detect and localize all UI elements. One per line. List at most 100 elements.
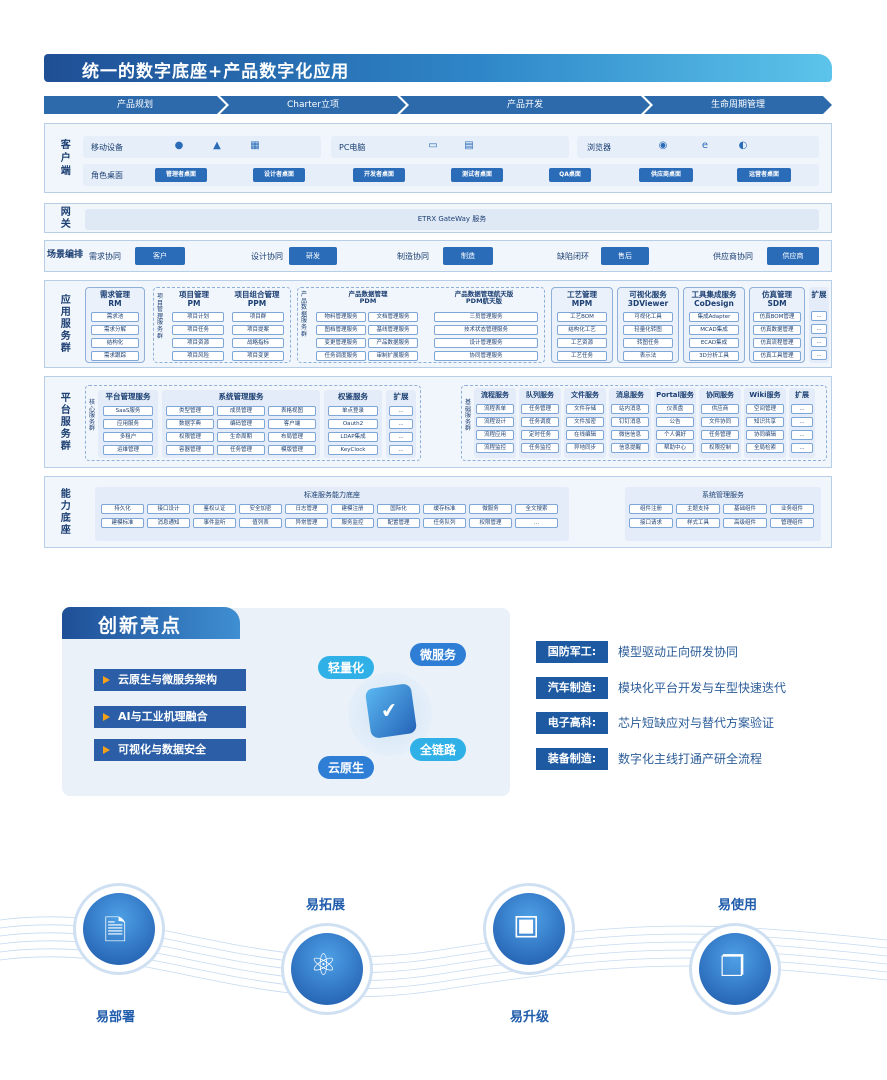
queue-cell: 任务调度: [521, 417, 559, 427]
sys-cell: 模版管理: [268, 445, 316, 455]
pdmh-cell: 三员管理服务: [434, 312, 538, 322]
gateway-label: 网关: [58, 206, 70, 230]
viewer-cell: 可视化工具: [623, 312, 673, 322]
client-layer: 客户端 移动设备 ● ▲ ▦ PC电脑 ▭ ▤ 浏览器 ◉ e ◐ 角色桌面 管…: [44, 123, 832, 193]
scene-customer-button[interactable]: 客户: [135, 247, 185, 265]
std-ability-title: 标准服务能力底座: [304, 491, 360, 499]
benefit-deploy: 易部署: [96, 1010, 136, 1025]
pms-cell: 应用服务: [103, 419, 153, 429]
scene-label: 场景编排: [46, 250, 83, 261]
industry-auto-key: 汽车制造:: [536, 677, 608, 699]
role-operator-button[interactable]: 运营者桌面: [737, 168, 791, 182]
scene-manufacture-button[interactable]: 制造: [443, 247, 493, 265]
core-services-group: 核心服务群 平台管理服务 SaaS服务 应用服务 多租户 运维管理 系统管理服务…: [85, 385, 421, 461]
portal-cell: 个人偏好: [656, 430, 694, 440]
sdm-cell: 仿真BOM管理: [753, 312, 801, 322]
ability-cell: 值列表: [239, 518, 282, 528]
ability-cell: 持久化: [101, 504, 144, 514]
codesign-cell: ECAD集成: [689, 338, 739, 348]
core-side-label: 核心服务群: [88, 399, 95, 433]
mpm-cell: 结构化工艺: [557, 325, 607, 335]
ability-cell: 全文搜索: [515, 504, 558, 514]
auth-cell: Oauth2: [328, 419, 378, 429]
innovation-header: 创新亮点: [62, 607, 240, 639]
ie-icon: e: [701, 140, 709, 151]
sys-cell: 任务管理: [217, 445, 265, 455]
atom-icon: ⚛: [310, 948, 337, 983]
sdm-cell: 仿真流程管理: [753, 338, 801, 348]
auth-cell: LDAP集成: [328, 432, 378, 442]
pm-cell: 项目任务: [172, 325, 224, 335]
codesign-cell: 3D分析工具: [689, 351, 739, 361]
collab-title: 协同服务: [706, 391, 734, 399]
scene-supplier-label: 供应商协同: [713, 252, 753, 261]
ability-cell: 服务监控: [331, 518, 374, 528]
sdm-cell: 仿真数据管理: [753, 325, 801, 335]
scene-defect-label: 缺陷闭环: [557, 252, 589, 261]
windows-icon: ▦: [250, 140, 260, 151]
scene-demand-label: 需求协同: [89, 252, 121, 261]
firefox-icon: ◐: [738, 140, 748, 151]
ability-cell: 微服务: [469, 504, 512, 514]
pms-cell: SaaS服务: [103, 406, 153, 416]
phase-planning: 产品规划: [44, 96, 226, 114]
scene-supplier-button[interactable]: 供应商: [767, 247, 819, 265]
core-ext-cell: ...: [389, 432, 413, 442]
portal-title: Portal服务: [656, 391, 694, 399]
flow-cell: 流程设计: [476, 417, 514, 427]
role-tester-button[interactable]: 测试者桌面: [451, 168, 503, 182]
std-ability-group: 标准服务能力底座 持久化接口设计鉴权认证安全加密日志管理建模注册国际化缓存标准微…: [95, 487, 569, 541]
sys-cell: 生命周期: [217, 432, 265, 442]
android-icon: ▲: [213, 140, 221, 151]
wiki-cell: 知识共享: [746, 417, 784, 427]
pm-cell: 项目风险: [172, 351, 224, 361]
phase-lifecycle: 生命周期管理: [644, 96, 832, 114]
ability-cell: 组件注册: [629, 504, 673, 514]
sys-row-2: 接口请求样式工具高级组件管理组件: [629, 518, 817, 530]
role-qa-button[interactable]: QA桌面: [549, 168, 591, 182]
feature-visual-security: 可视化与数据安全: [94, 739, 246, 761]
tag-cloud-native: 云原生: [318, 756, 375, 779]
pc-label: PC电脑: [339, 143, 366, 152]
ability-cell: 接口请求: [629, 518, 673, 528]
app-ext-cell: ...: [811, 324, 827, 334]
queue-cell: 任务管理: [521, 404, 559, 414]
flow-group: 流程服务流程表单流程设计流程应用流程监控: [474, 388, 516, 458]
ability-cell: 缓存标准: [423, 504, 466, 514]
ability-cell: 建模注册: [331, 504, 374, 514]
collab-group: 协同服务供应商文件协同任务管理权限控制: [699, 388, 741, 458]
role-developer-button[interactable]: 开发者桌面: [353, 168, 405, 182]
scene-aftersales-button[interactable]: 售后: [601, 247, 649, 265]
mobile-panel: 移动设备 ● ▲ ▦: [83, 136, 321, 158]
ability-cell: 异常管理: [285, 518, 328, 528]
rm-cell: 需求分解: [91, 325, 139, 335]
base-side-label: 基础服务群: [464, 399, 471, 433]
ppm-cell: 项目群: [232, 312, 284, 322]
phase-development: 产品开发: [400, 96, 650, 114]
app-ext-cell: ...: [811, 350, 827, 360]
role-designer-button[interactable]: 设计者桌面: [253, 168, 305, 182]
pm-cell: 项目计划: [172, 312, 224, 322]
sys-cell: 权限管理: [166, 432, 214, 442]
sys-cell: 客户端: [268, 419, 316, 429]
rm-cell: 需求池: [91, 312, 139, 322]
pdm-cell: 审制扩展服务: [368, 351, 418, 361]
app-ext-group: 扩展 ... ... ... ...: [809, 287, 829, 363]
ability-layer: 能力底座 标准服务能力底座 持久化接口设计鉴权认证安全加密日志管理建模注册国际化…: [44, 476, 832, 548]
industry-equipment-key: 装备制造:: [536, 748, 608, 770]
scene-rd-button[interactable]: 研发: [289, 247, 337, 265]
role-supplier-button[interactable]: 供应商桌面: [639, 168, 693, 182]
desktop-icon: ▤: [464, 140, 474, 151]
pdm-cell: 任务调度服务: [316, 351, 366, 361]
client-layer-label: 客户端: [58, 138, 70, 178]
file-cell: 异地同步: [566, 443, 604, 453]
pdm-cell: 文档管理服务: [368, 312, 418, 322]
apple-icon: ●: [174, 140, 184, 151]
role-manager-button[interactable]: 管理者桌面: [155, 168, 207, 182]
pdm-cell: 图档管理服务: [316, 325, 366, 335]
ext2-cell: ...: [791, 430, 813, 440]
